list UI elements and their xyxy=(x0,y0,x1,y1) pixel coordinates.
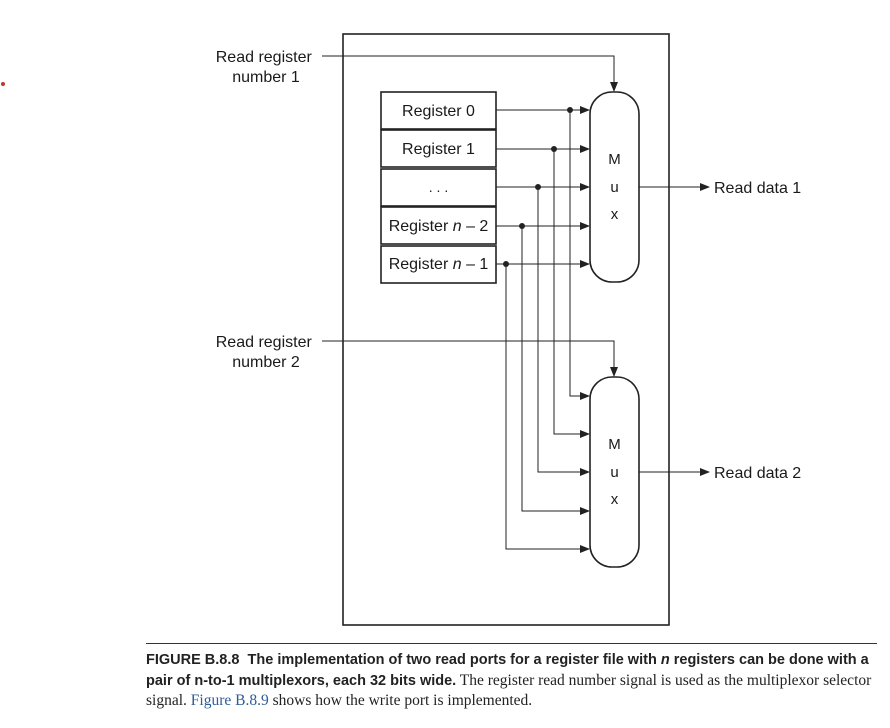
register-1-label: Register 1 xyxy=(402,141,475,158)
mux-2-letter-u: u xyxy=(610,464,618,481)
page-bullet xyxy=(1,82,5,86)
register-0: Register 0 xyxy=(380,91,497,130)
mux-1-letter-u: u xyxy=(610,179,618,196)
figure-b89-link[interactable]: Figure B.8.9 xyxy=(190,692,269,709)
mux-1: M u x xyxy=(589,91,640,283)
mux-1-letter-m: M xyxy=(608,151,621,168)
figure-label: FIGURE B.8.8 xyxy=(146,652,240,668)
read-data-2-label: Read data 2 xyxy=(714,465,801,482)
figure-caption: FIGURE B.8.8 The implementation of two r… xyxy=(146,643,877,712)
caption-title-var: n xyxy=(660,652,670,668)
read-register-number-1-label: Read register number 1 xyxy=(216,49,317,86)
register-n-minus-2: Register n – 2 xyxy=(380,206,497,245)
register-n-minus-1-label: Register n – 1 xyxy=(389,256,489,273)
register-0-label: Register 0 xyxy=(402,103,475,120)
caption-title-part2: registers can be done with a pair of n-t… xyxy=(146,652,869,689)
junction-dots xyxy=(503,107,573,267)
register-ellipsis-label: . . . xyxy=(429,179,448,195)
mux-2-letter-m: M xyxy=(608,436,621,453)
read-register-number-2-label: Read register number 2 xyxy=(216,334,317,371)
register-file-diagram: Read register number 1 Read register num… xyxy=(216,33,801,626)
mux-2: M u x xyxy=(589,376,640,568)
mux-1-letter-x: x xyxy=(611,206,619,223)
caption-body-part2: shows how the write port is implemented. xyxy=(268,692,533,709)
caption-title-part1: The implementation of two read ports for… xyxy=(247,652,661,668)
register-n-minus-2-label: Register n – 2 xyxy=(389,218,489,235)
caption-body-part1: The register read number signal is used … xyxy=(146,671,872,710)
register-1: Register 1 xyxy=(380,129,497,168)
mux-1-input-wires xyxy=(496,106,590,268)
read-data-1-label: Read data 1 xyxy=(714,180,801,197)
mux-2-letter-x: x xyxy=(611,491,619,508)
read-register-1-select-line xyxy=(322,55,618,92)
register-n-minus-1: Register n – 1 xyxy=(380,245,497,284)
mux-2-input-wires xyxy=(505,110,590,553)
register-ellipsis: . . . xyxy=(380,168,497,207)
read-register-2-select-line xyxy=(322,340,618,377)
